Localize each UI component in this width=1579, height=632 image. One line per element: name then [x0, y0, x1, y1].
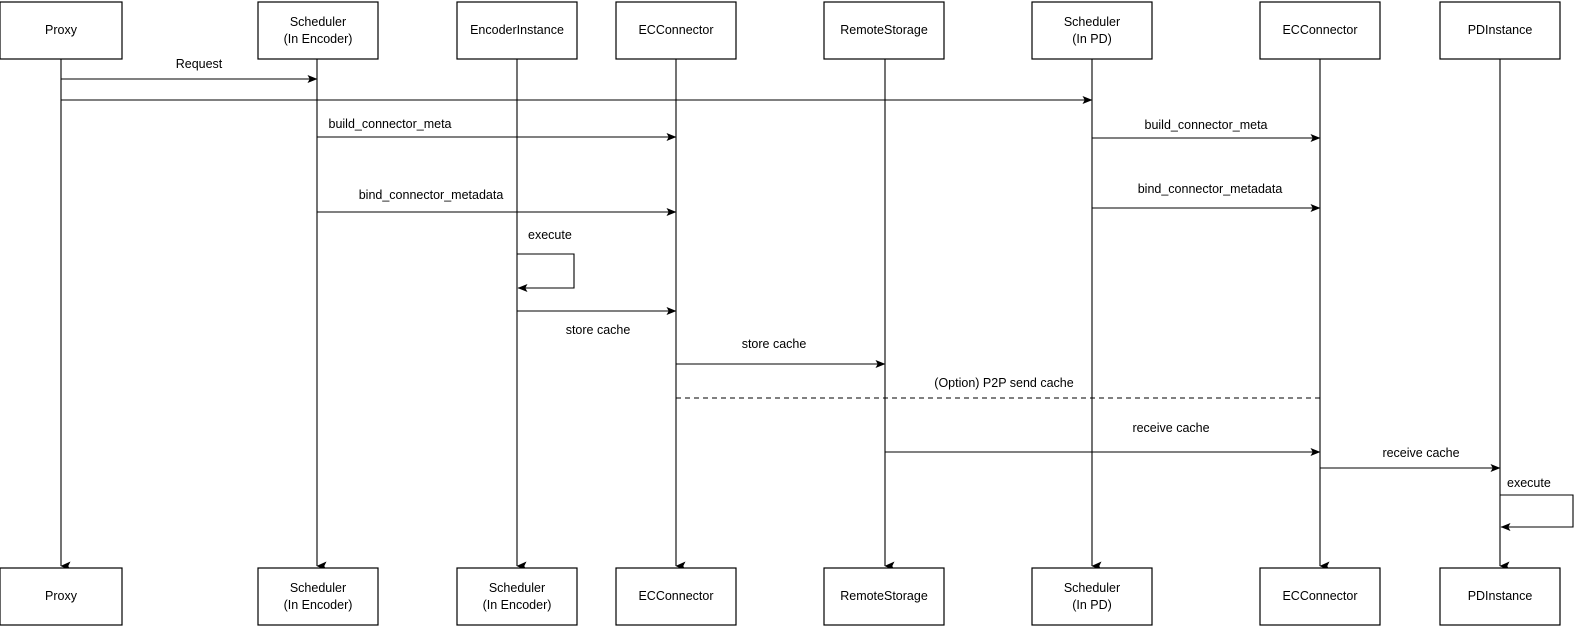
message-m4[interactable]: build_connector_meta	[1092, 118, 1321, 142]
participant-box-scheduler_enc-top[interactable]: Scheduler (In Encoder)	[257, 1, 379, 60]
participant-label-line1: PDInstance	[1468, 589, 1533, 603]
participant-box-ecconnector_r-bottom[interactable]: ECConnector	[1259, 567, 1381, 626]
self-message-path-s1	[517, 253, 575, 292]
message-label-m9: (Option) P2P send cache	[934, 376, 1073, 390]
bottom-participant-boxes: Proxy Scheduler (In Encoder) Scheduler (In E…	[0, 567, 1561, 626]
participant-box-ecconnector_l-top[interactable]: ECConnector	[615, 1, 737, 60]
participant-box-ecconnector_r-top[interactable]: ECConnector	[1259, 1, 1381, 60]
participant-label-line1: ECConnector	[1282, 589, 1357, 603]
message-m11[interactable]: receive cache	[1320, 446, 1501, 472]
participant-box-encoder_inst-top[interactable]: EncoderInstance	[456, 1, 578, 60]
participant-box-proxy-top[interactable]: Proxy	[0, 1, 123, 60]
message-label-m5: bind_connector_metadata	[359, 188, 504, 202]
self-message-label-s1: execute	[528, 228, 572, 242]
self-message-s1[interactable]: execute	[517, 228, 575, 292]
message-label-m3: build_connector_meta	[329, 117, 452, 131]
message-m5[interactable]: bind_connector_metadata	[317, 188, 677, 216]
message-label-m8: store cache	[742, 337, 807, 351]
participant-label-line1: Scheduler	[489, 581, 545, 595]
self-message-label-s2: execute	[1507, 476, 1551, 490]
participant-label-line1: ECConnector	[638, 589, 713, 603]
participant-box-pd_instance-bottom[interactable]: PDInstance	[1439, 567, 1561, 626]
participant-label-line1: ECConnector	[638, 23, 713, 37]
message-m3[interactable]: build_connector_meta	[317, 117, 677, 141]
participant-box-ecconnector_l-bottom[interactable]: ECConnector	[615, 567, 737, 626]
participant-box-scheduler_pd-bottom[interactable]: Scheduler (In PD)	[1031, 567, 1153, 626]
participant-box-remote_storage-bottom[interactable]: RemoteStorage	[823, 567, 945, 626]
participant-box-pd_instance-top[interactable]: PDInstance	[1439, 1, 1561, 60]
participant-label-line1: PDInstance	[1468, 23, 1533, 37]
top-participant-boxes: Proxy Scheduler (In Encoder) EncoderInstanc…	[0, 1, 1561, 60]
participant-box-proxy-bottom[interactable]: Proxy	[0, 567, 123, 626]
message-m6[interactable]: bind_connector_metadata	[1092, 182, 1321, 212]
message-label-m11: receive cache	[1382, 446, 1459, 460]
message-label-m7: store cache	[566, 323, 631, 337]
message-m1[interactable]: Request	[61, 57, 318, 83]
message-m8[interactable]: store cache	[676, 337, 886, 368]
lifelines-layer	[60, 59, 1510, 571]
self-message-s2[interactable]: execute	[1500, 476, 1574, 531]
self-message-path-s2	[1500, 494, 1574, 531]
participant-label-line1: EncoderInstance	[470, 23, 564, 37]
participant-label-line2: (In PD)	[1072, 598, 1112, 612]
participant-label-line1: Proxy	[45, 23, 78, 37]
participant-label-line1: RemoteStorage	[840, 23, 928, 37]
participant-box-remote_storage-top[interactable]: RemoteStorage	[823, 1, 945, 60]
message-m7[interactable]: store cache	[517, 307, 677, 337]
message-label-m10: receive cache	[1132, 421, 1209, 435]
messages-layer: Request build_connector_meta build_connect…	[61, 57, 1501, 472]
participant-box-scheduler_enc-bottom[interactable]: Scheduler (In Encoder)	[257, 567, 379, 626]
participant-label-line2: (In Encoder)	[483, 598, 552, 612]
message-m9[interactable]: (Option) P2P send cache	[676, 376, 1320, 399]
participant-box-scheduler_pd-top[interactable]: Scheduler (In PD)	[1031, 1, 1153, 60]
participant-label-line1: ECConnector	[1282, 23, 1357, 37]
participant-box-encoder_inst-bottom[interactable]: Scheduler (In Encoder)	[456, 567, 578, 626]
participant-label-line1: RemoteStorage	[840, 589, 928, 603]
participant-label-line2: (In Encoder)	[284, 32, 353, 46]
participant-label-line2: (In Encoder)	[284, 598, 353, 612]
message-label-m1: Request	[176, 57, 223, 71]
participant-label-line2: (In PD)	[1072, 32, 1112, 46]
message-m10[interactable]: receive cache	[885, 421, 1321, 456]
message-label-m6: bind_connector_metadata	[1138, 182, 1283, 196]
participant-label-line1: Scheduler	[290, 15, 346, 29]
participant-label-line1: Proxy	[45, 589, 78, 603]
participant-label-line1: Scheduler	[1064, 581, 1120, 595]
message-label-m4: build_connector_meta	[1145, 118, 1268, 132]
self-messages-layer: execute execute	[517, 228, 1574, 531]
participant-label-line1: Scheduler	[290, 581, 346, 595]
participant-label-line1: Scheduler	[1064, 15, 1120, 29]
